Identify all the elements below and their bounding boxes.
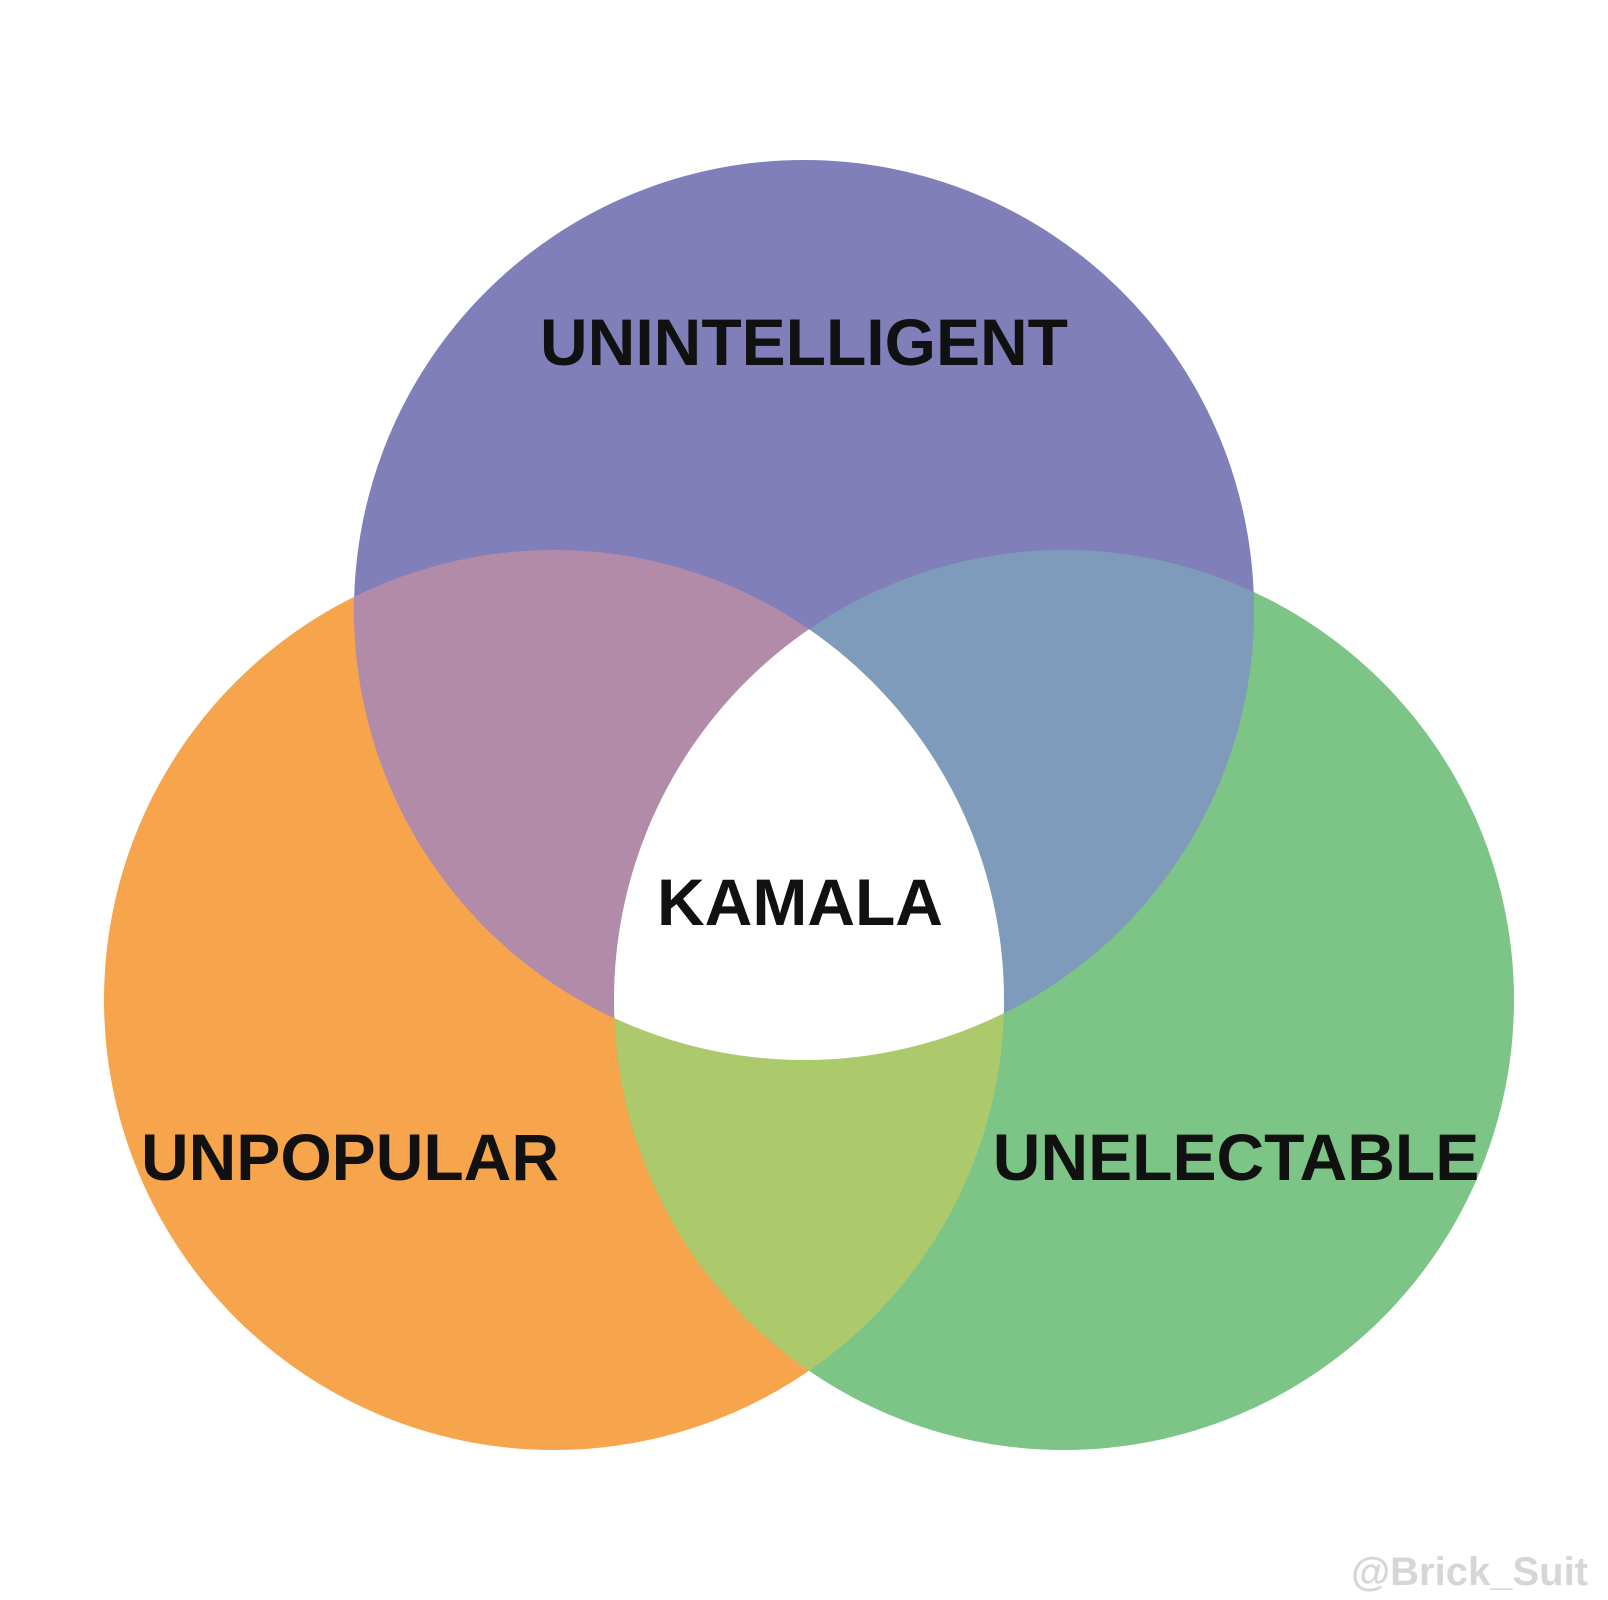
center-region bbox=[614, 550, 1004, 1060]
label-unintelligent: UNINTELLIGENT bbox=[540, 305, 1068, 379]
label-unelectable: UNELECTABLE bbox=[993, 1120, 1479, 1194]
label-unpopular: UNPOPULAR bbox=[141, 1120, 559, 1194]
watermark: @Brick_Suit bbox=[1351, 1550, 1588, 1594]
label-center: KAMALA bbox=[657, 865, 943, 939]
